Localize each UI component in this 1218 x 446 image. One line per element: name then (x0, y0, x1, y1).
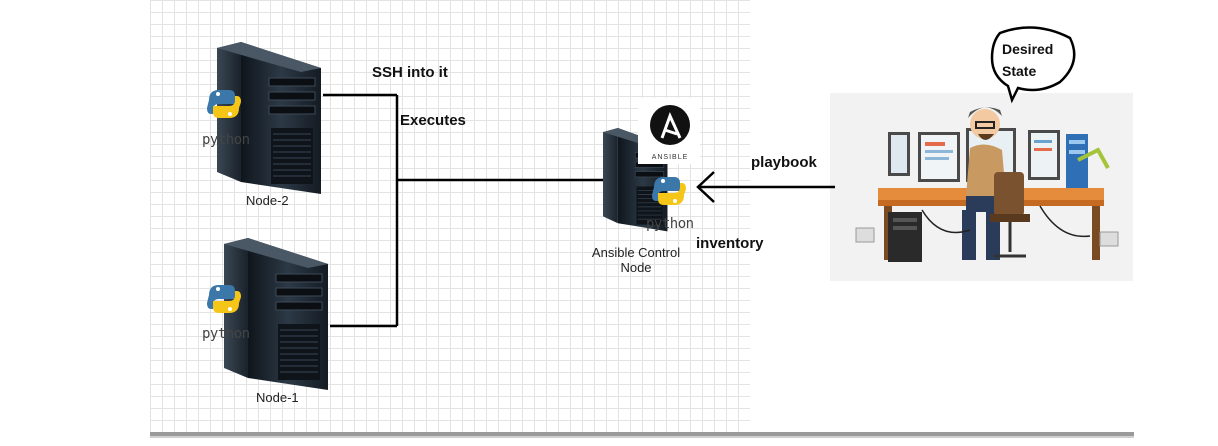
bubble-line1: Desired (1002, 41, 1054, 57)
control-python-logo-icon (652, 177, 686, 205)
executes-label: Executes (400, 112, 466, 129)
playbook-label: playbook (751, 154, 817, 171)
bubble-line2: State (1002, 63, 1037, 79)
ssh-label: SSH into it (372, 64, 448, 81)
control-node-caption-line1: Ansible Control (591, 245, 681, 260)
bottom-scrollbar[interactable] (150, 432, 1134, 436)
node1-python-text: python (202, 326, 250, 342)
bottom-divider (150, 436, 1134, 438)
node2-caption: Node-2 (246, 193, 289, 208)
control-node-caption-line2: Node (620, 260, 652, 275)
developer-illustration (855, 107, 1119, 262)
control-python-text: python (646, 216, 694, 232)
node1-caption: Node-1 (256, 390, 299, 405)
ansible-logo-icon: ANSIBLE (638, 98, 700, 164)
node2-python-text: python (202, 132, 250, 148)
speech-bubble (990, 26, 1076, 104)
node1-server-icon (223, 237, 329, 391)
connection-lines (323, 93, 835, 328)
control-node-caption: Ansible Control Node (584, 245, 688, 275)
ansible-logo-text: ANSIBLE (652, 154, 689, 161)
speech-bubble-text: Desired State (1002, 38, 1053, 82)
inventory-label: inventory (696, 235, 764, 252)
node2-server-icon (216, 41, 322, 195)
